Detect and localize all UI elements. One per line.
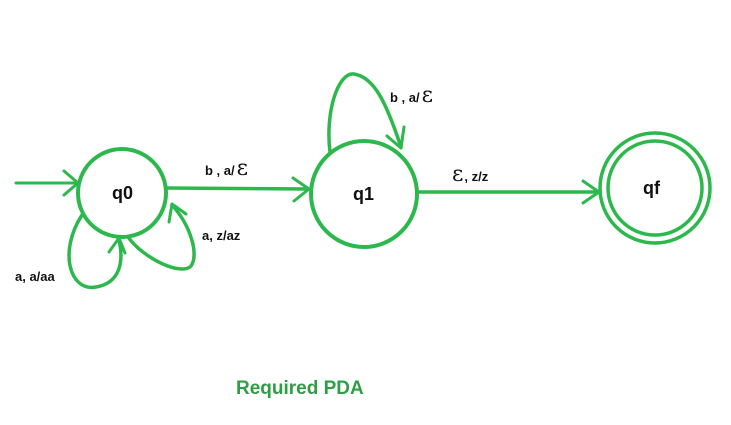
state-q1: q1 — [309, 139, 419, 249]
state-q0: q0 — [76, 147, 168, 239]
state-q0-label: q0 — [112, 183, 133, 203]
epsilon-symbol: ε — [237, 156, 248, 181]
edge-q1-qf — [416, 179, 601, 205]
loop-q0-a-a — [67, 213, 127, 290]
diagram-caption: Required PDA — [236, 378, 364, 399]
state-qf-label: qf — [643, 178, 661, 198]
state-qf: qf — [598, 131, 712, 245]
label-q0-a-z: a, z/az — [202, 228, 241, 243]
epsilon-symbol: ε — [422, 83, 433, 108]
label-q0-q1: b , a/ε — [205, 156, 248, 181]
state-q1-label: q1 — [353, 184, 374, 204]
label-q0-a-a: a, a/aa — [15, 269, 56, 284]
start-arrow — [14, 169, 80, 197]
label-q1-b-a: b , a/ε — [390, 83, 433, 108]
edge-q0-q1 — [164, 176, 311, 203]
loop-q1-b-a — [327, 72, 406, 154]
epsilon-symbol: ε — [452, 162, 463, 187]
loop-q0-a-z — [126, 202, 196, 271]
label-q1-qf: ε, z/z — [452, 162, 489, 187]
